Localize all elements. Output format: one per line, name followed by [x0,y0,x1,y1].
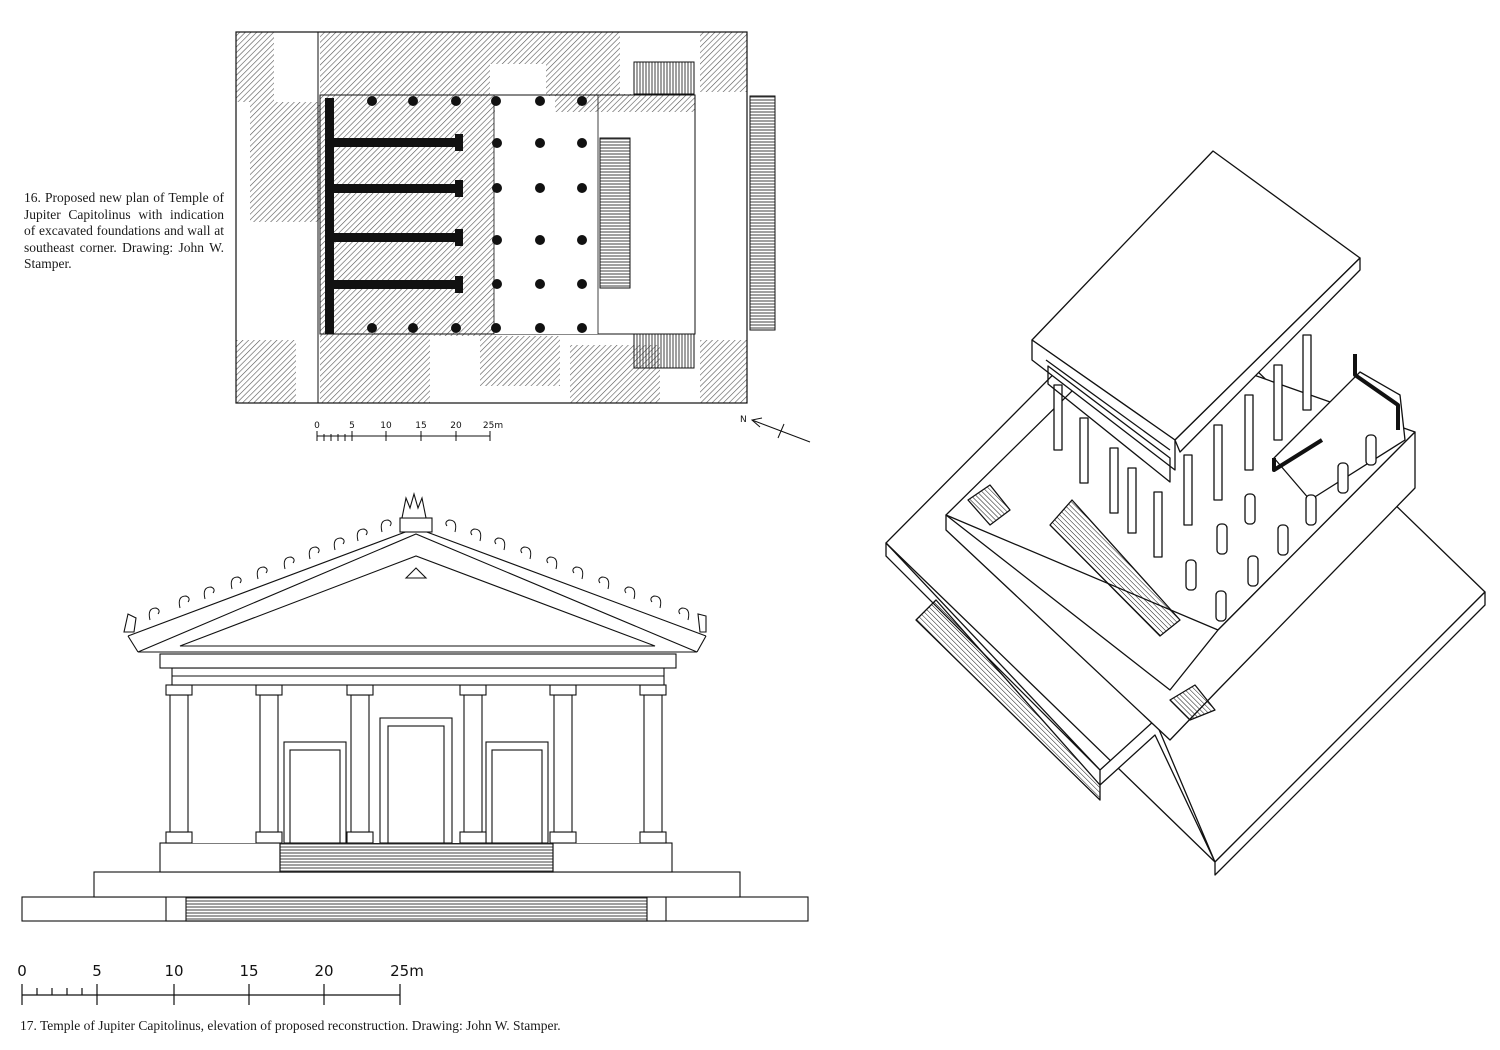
plan-scale-label: 0 [314,421,320,431]
plan-scale-label: 25m [483,421,503,431]
cella-walls [325,98,463,334]
temple-elevation [21,491,809,922]
axonometric-columns [1185,434,1377,622]
plan-columns [367,96,587,333]
temple-doors [283,717,549,844]
elevation-columns [165,684,667,844]
figure-17-caption: 17. Temple of Jupiter Capitolinus, eleva… [20,1018,561,1033]
portico-columns [1053,334,1312,558]
pediment [137,533,698,653]
antefix-ornaments [148,519,690,621]
excavated-foundations-hatching [236,32,747,403]
elevation-scale-label: 10 [164,962,183,980]
upper-stairs [1049,499,1181,637]
acroterion-right-icon [697,613,707,633]
podium-upper [93,871,741,898]
temple-plan: 0 5 10 15 20 25m N [235,31,811,443]
portico-stairs [279,842,554,873]
podium-outline [235,31,748,404]
elevation-scale-bar [21,984,401,1005]
acroterion-left-icon [123,613,137,633]
figure-16-caption: 16. Proposed new plan of Temple of Jupit… [24,190,224,271]
plan-scale-bar [316,431,491,441]
plan-stairs [599,61,776,369]
plan-scale-label: 20 [450,421,462,431]
plan-scale-label: 5 [349,421,355,431]
elevation-scale-label: 15 [239,962,258,980]
temple-axonometric [885,150,1486,876]
elevation-scale-label: 25m [390,962,424,980]
elevation-scale-label: 5 [92,962,102,980]
north-arrow-icon [750,417,811,443]
quadriga-sculpture-icon [399,491,433,533]
north-label: N [740,415,747,425]
elevation-scale-label: 20 [314,962,333,980]
front-stairs [185,896,648,922]
plan-scale-label: 15 [415,421,426,431]
lower-stairs [915,599,1101,801]
plan-scale-label: 10 [380,421,392,431]
elevation-scale-label: 0 [17,962,27,980]
